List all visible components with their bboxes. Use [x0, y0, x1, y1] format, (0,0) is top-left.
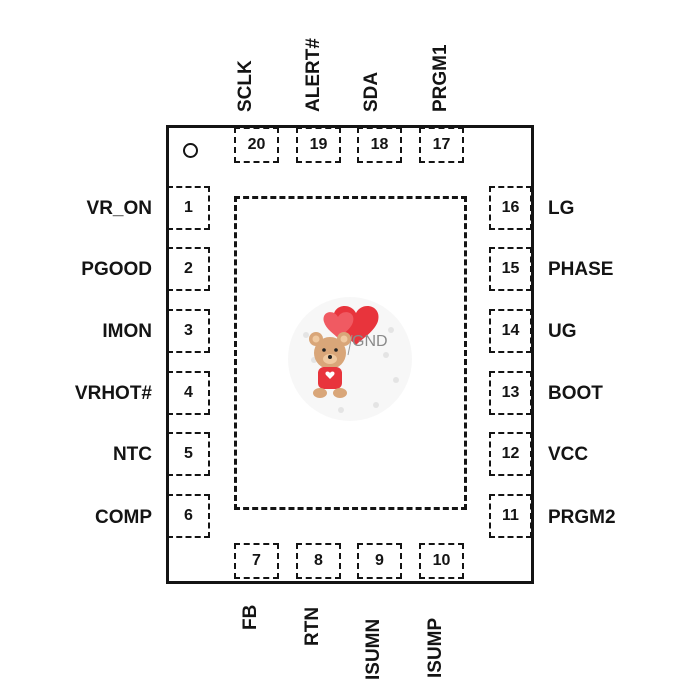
pin-20-pad: 20: [234, 127, 279, 163]
gnd-label: GND: [352, 333, 388, 350]
pin-16-label: LG: [548, 198, 575, 219]
pin-15-pad: 15: [489, 247, 532, 291]
pin-19-pad: 19: [296, 127, 341, 163]
pin1-indicator-circle: [183, 143, 198, 158]
pin-16-pad: 16: [489, 186, 532, 230]
pin-8-pad: 8: [296, 543, 341, 579]
pin-17-pad: 17: [419, 127, 464, 163]
pin-5-pad: 5: [167, 432, 210, 476]
pin-12-pad: 12: [489, 432, 532, 476]
pin-8-label: RTN: [302, 606, 323, 646]
pin-10-label: ISUMP: [425, 617, 446, 678]
pin-4-label: VRHOT#: [74, 383, 152, 404]
pin-11-label: PRGM2: [548, 507, 616, 528]
pin-1-label: VR_ON: [86, 198, 152, 219]
pin-7-pad: 7: [234, 543, 279, 579]
pin-1-pad: 1: [167, 186, 210, 230]
pin-17-label: PRGM1: [430, 44, 451, 112]
pin-3-label: IMON: [102, 321, 152, 342]
pin-13-label: BOOT: [548, 383, 603, 404]
pin-11-pad: 11: [489, 494, 532, 538]
pin-18-pad: 18: [357, 127, 402, 163]
pin-5-label: NTC: [112, 444, 152, 465]
pin-7-label: FB: [240, 604, 261, 630]
pin-13-pad: 13: [489, 371, 532, 415]
pin-3-pad: 3: [167, 309, 210, 353]
pin-4-pad: 4: [167, 371, 210, 415]
pin-14-pad: 14: [489, 309, 532, 353]
pin-20-label: SCLK: [235, 60, 256, 112]
pin-6-pad: 6: [167, 494, 210, 538]
pin-15-label: PHASE: [548, 259, 614, 280]
pin-6-label: COMP: [95, 507, 152, 528]
pin-2-label: PGOOD: [81, 259, 152, 280]
pin-2-pad: 2: [167, 247, 210, 291]
pin-10-pad: 10: [419, 543, 464, 579]
pin-9-label: ISUMN: [363, 618, 384, 680]
exposed-pad: [234, 196, 467, 510]
bear-heart-watermark: GND: [288, 297, 412, 421]
pin-19-label: ALERT#: [303, 38, 324, 112]
pin-14-label: UG: [548, 321, 577, 342]
pin-12-label: VCC: [548, 444, 589, 465]
pin-9-pad: 9: [357, 543, 402, 579]
ic-package-outline: [166, 125, 534, 584]
pin-18-label: SDA: [361, 71, 382, 112]
